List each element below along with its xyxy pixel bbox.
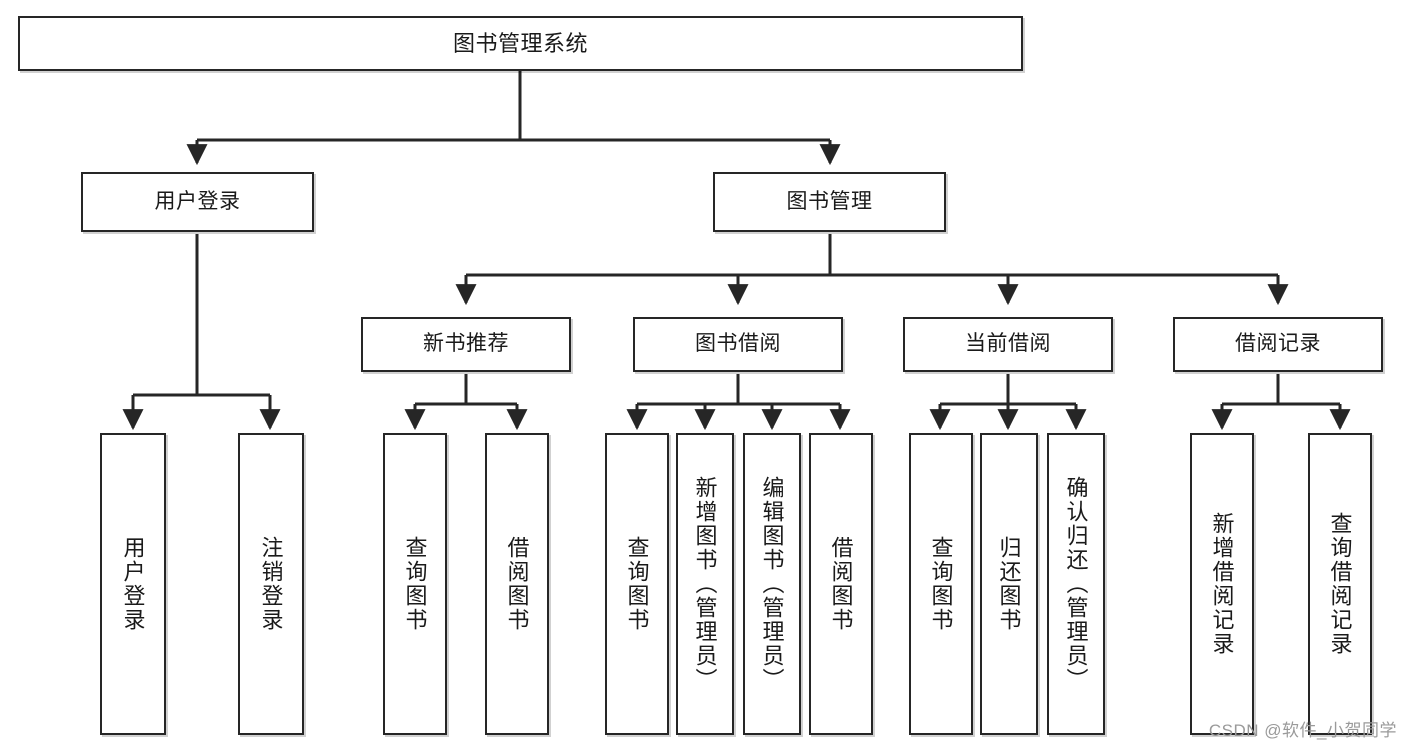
node-leaf-edit-book[interactable]: 编辑图书（管理员）	[743, 433, 801, 735]
node-current-borrow-label: 当前借阅	[965, 332, 1051, 356]
node-leaf-borrow-book-2[interactable]: 借阅图书	[809, 433, 873, 735]
node-root-label: 图书管理系统	[452, 30, 588, 56]
node-leaf-user-login[interactable]: 用户登录	[100, 433, 166, 735]
watermark-text: CSDN @软件_小贺同学	[1208, 721, 1397, 740]
node-leaf-add-book-label: 新增图书（管理员）	[692, 476, 718, 692]
node-leaf-logout-label: 注销登录	[258, 536, 284, 632]
node-leaf-edit-book-label: 编辑图书（管理员）	[759, 476, 785, 692]
node-leaf-logout[interactable]: 注销登录	[238, 433, 304, 735]
node-leaf-return-book[interactable]: 归还图书	[980, 433, 1038, 735]
node-borrow-record[interactable]: 借阅记录	[1173, 317, 1383, 372]
node-leaf-borrow-book-1[interactable]: 借阅图书	[485, 433, 549, 735]
node-leaf-confirm-return[interactable]: 确认归还（管理员）	[1047, 433, 1105, 735]
node-leaf-add-record-label: 新增借阅记录	[1209, 512, 1235, 656]
node-leaf-query-book-1[interactable]: 查询图书	[383, 433, 447, 735]
node-new-book-rec[interactable]: 新书推荐	[361, 317, 571, 372]
node-leaf-confirm-return-label: 确认归还（管理员）	[1063, 476, 1089, 692]
node-new-book-rec-label: 新书推荐	[423, 332, 509, 356]
node-leaf-query-book-3-label: 查询图书	[928, 536, 954, 632]
node-book-borrow-label: 图书借阅	[695, 332, 781, 356]
node-leaf-query-record[interactable]: 查询借阅记录	[1308, 433, 1372, 735]
node-leaf-user-login-label: 用户登录	[120, 536, 146, 632]
node-leaf-query-record-label: 查询借阅记录	[1327, 512, 1353, 656]
node-user-login[interactable]: 用户登录	[81, 172, 314, 232]
node-leaf-query-book-2-label: 查询图书	[624, 536, 650, 632]
node-book-borrow[interactable]: 图书借阅	[633, 317, 843, 372]
node-current-borrow[interactable]: 当前借阅	[903, 317, 1113, 372]
node-user-login-label: 用户登录	[154, 189, 241, 213]
node-leaf-add-record[interactable]: 新增借阅记录	[1190, 433, 1254, 735]
node-leaf-return-book-label: 归还图书	[996, 536, 1022, 632]
node-leaf-query-book-3[interactable]: 查询图书	[909, 433, 973, 735]
node-leaf-borrow-book-2-label: 借阅图书	[828, 536, 854, 632]
node-leaf-query-book-2[interactable]: 查询图书	[605, 433, 669, 735]
node-book-manage-label: 图书管理	[786, 189, 873, 213]
node-book-manage[interactable]: 图书管理	[713, 172, 946, 232]
node-borrow-record-label: 借阅记录	[1235, 332, 1321, 356]
node-leaf-query-book-1-label: 查询图书	[402, 536, 428, 632]
node-leaf-borrow-book-1-label: 借阅图书	[504, 536, 530, 632]
node-root[interactable]: 图书管理系统	[18, 16, 1023, 71]
node-leaf-add-book[interactable]: 新增图书（管理员）	[676, 433, 734, 735]
